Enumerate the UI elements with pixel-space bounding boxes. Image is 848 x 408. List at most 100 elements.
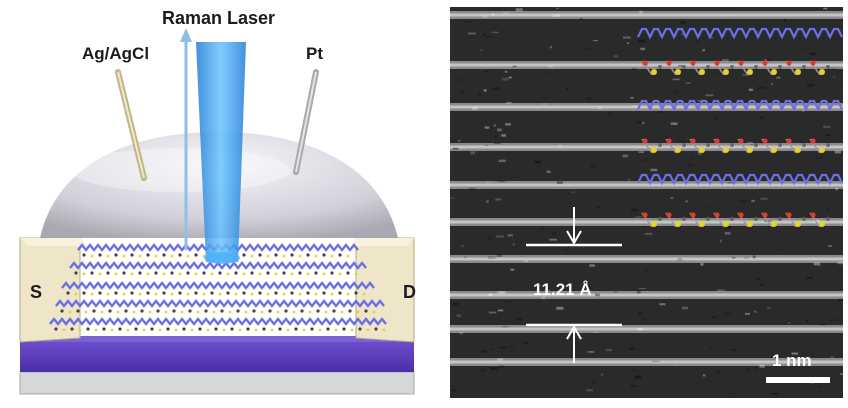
noise-speck (745, 312, 750, 315)
film-atom (348, 309, 352, 313)
noise-speck (510, 268, 515, 271)
film-atom (282, 254, 286, 258)
film-atom (198, 327, 202, 331)
overlay-carbon (706, 143, 710, 147)
film-atom (202, 292, 206, 296)
tem-image-drawing (450, 7, 843, 398)
overlay-carbon (826, 143, 830, 147)
noise-speck (589, 264, 595, 267)
overlay-oxygen (690, 60, 696, 66)
noise-speck (480, 350, 487, 353)
substrate-layer (20, 342, 414, 372)
noise-speck (752, 255, 756, 259)
film-atom (90, 292, 94, 296)
film-atom (330, 292, 334, 296)
noise-speck (787, 322, 791, 324)
overlay-oxygen (810, 60, 816, 66)
film-atom (146, 253, 150, 257)
noise-speck (680, 21, 686, 24)
noise-speck (830, 68, 837, 70)
fringe-core (450, 293, 843, 297)
film-atom (162, 291, 166, 295)
film-atom (274, 253, 278, 257)
noise-speck (710, 316, 718, 318)
film-atom (130, 291, 134, 295)
film-atom (190, 328, 194, 332)
overlay-carbon (778, 65, 782, 69)
overlay-carbon (730, 143, 734, 147)
noise-speck (719, 239, 723, 243)
noise-speck (695, 40, 700, 42)
film-atom (186, 271, 190, 275)
noise-speck (501, 77, 509, 81)
overlay-carbon (706, 65, 710, 69)
film-atom (292, 310, 296, 314)
noise-speck (506, 102, 512, 104)
film-atom (178, 291, 182, 295)
noise-speck (627, 42, 630, 45)
film-atom (242, 253, 246, 257)
noise-speck (825, 134, 830, 136)
noise-speck (830, 356, 834, 358)
noise-speck (772, 392, 779, 395)
film-atom (106, 271, 110, 275)
noise-speck (685, 200, 688, 203)
overlay-oxygen (810, 212, 816, 218)
film-atom (164, 310, 168, 314)
noise-speck (759, 364, 765, 368)
film-atom (122, 271, 126, 275)
noise-speck (700, 263, 704, 266)
film-atom (276, 310, 280, 314)
film-atom (258, 272, 262, 276)
film-atom (78, 328, 82, 332)
device-schematic (19, 28, 415, 395)
noise-speck (464, 20, 473, 23)
noise-speck (483, 70, 489, 73)
film-atom (82, 272, 86, 276)
overlay-oxygen (714, 212, 720, 218)
film-atom (234, 292, 238, 296)
film-atom (250, 271, 254, 275)
noise-speck (659, 303, 666, 306)
noise-speck (504, 300, 509, 302)
film-atom (138, 254, 142, 258)
noise-speck (502, 326, 509, 328)
overlay-oxygen (762, 212, 768, 218)
noise-speck (734, 132, 738, 135)
noise-speck (709, 347, 713, 350)
tem-image (450, 7, 843, 398)
noise-speck (702, 49, 705, 52)
film-atom (132, 310, 136, 314)
film-atom (364, 309, 368, 313)
noise-speck (806, 84, 815, 87)
film-atom (98, 291, 102, 295)
overlay-sulfur (747, 221, 753, 227)
noise-speck (842, 93, 843, 95)
noise-speck (739, 199, 748, 203)
noise-speck (497, 180, 506, 183)
film-atom (170, 271, 174, 275)
film-atom (266, 271, 270, 275)
film-atom (218, 271, 222, 275)
film-atom (314, 271, 318, 275)
film-atom (242, 291, 246, 295)
film-atom (158, 328, 162, 332)
overlay-sulfur (651, 69, 657, 75)
noise-speck (461, 245, 464, 247)
noise-speck (837, 261, 843, 265)
noise-speck (490, 367, 498, 370)
noise-speck (839, 372, 843, 376)
raman-laser-label: Raman Laser (162, 8, 276, 28)
noise-speck (548, 65, 554, 68)
noise-speck (515, 176, 519, 178)
film-atom (126, 328, 130, 332)
film-atom (94, 328, 98, 332)
film-atom (182, 327, 186, 331)
film-atom (382, 328, 386, 332)
film-atom (258, 253, 262, 257)
laser-arrow-head (180, 28, 192, 42)
film-atom (242, 272, 246, 276)
dome-highlight (70, 148, 290, 192)
noise-speck (494, 142, 501, 145)
film-atom (76, 309, 80, 313)
